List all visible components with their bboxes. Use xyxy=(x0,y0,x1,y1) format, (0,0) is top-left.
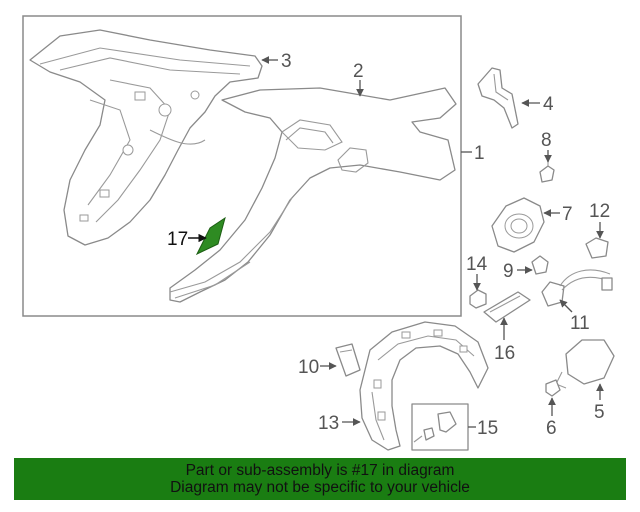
callout-8: 8 xyxy=(541,130,552,151)
info-banner: Part or sub-assembly is #17 in diagram D… xyxy=(14,458,626,500)
leader-11 xyxy=(559,299,573,313)
banner-line-2: Diagram may not be specific to your vehi… xyxy=(170,479,470,496)
callout-1: 1 xyxy=(474,143,485,164)
part-4-bracket xyxy=(477,67,519,129)
part-7-fuel-housing xyxy=(491,197,545,253)
callout-12: 12 xyxy=(589,201,610,222)
callout-4: 4 xyxy=(543,94,554,115)
callout-11: 11 xyxy=(570,313,590,334)
part-11-actuator xyxy=(541,269,613,307)
parts-diagram: 1 2 3 4 5 6 7 8 9 10 11 12 13 14 15 16 1… xyxy=(22,15,615,451)
part-5-fuel-door xyxy=(555,339,615,389)
callout-17: 17 xyxy=(167,229,188,250)
callout-7: 7 xyxy=(562,204,573,225)
callout-14: 14 xyxy=(466,254,488,275)
callout-6: 6 xyxy=(546,418,557,439)
callout-9: 9 xyxy=(503,261,514,282)
part-2-quarter-panel xyxy=(169,87,457,303)
assembly-frame xyxy=(22,15,462,317)
callout-5: 5 xyxy=(594,402,605,423)
callout-13: 13 xyxy=(318,413,339,434)
callout-10: 10 xyxy=(298,357,319,378)
part-12-bracket xyxy=(585,237,609,259)
part-13-wheel-liner xyxy=(359,321,489,451)
part-6-clip xyxy=(545,379,561,397)
callout-2: 2 xyxy=(353,61,364,82)
callout-15: 15 xyxy=(477,418,498,439)
part-14-nut xyxy=(469,289,487,309)
part-3-inner-structure xyxy=(29,29,263,246)
callout-3: 3 xyxy=(281,51,292,72)
part-8-clip xyxy=(539,160,555,183)
part-10-bracket xyxy=(335,343,361,377)
part-16-seal xyxy=(483,291,531,323)
callout-16: 16 xyxy=(494,343,515,364)
part-15-fasteners xyxy=(411,403,469,451)
part-9-spring xyxy=(531,255,549,275)
banner-line-1: Part or sub-assembly is #17 in diagram xyxy=(185,462,455,479)
